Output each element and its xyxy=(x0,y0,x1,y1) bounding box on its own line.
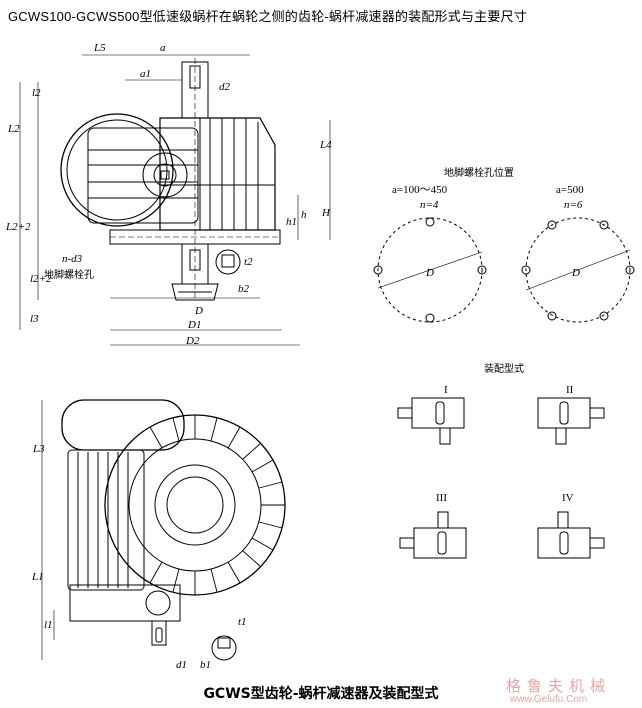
label-L1: L1 xyxy=(31,571,44,583)
label-D1: D1 xyxy=(187,319,201,331)
label-l1: l1 xyxy=(44,619,53,631)
top-view-drawing xyxy=(19,54,331,346)
label-L3: L3 xyxy=(32,443,45,455)
label-d2: d2 xyxy=(219,81,231,93)
label-L2: L2 xyxy=(7,123,20,135)
bolt-layout-left-a: a=100～450 xyxy=(392,184,448,196)
side-view-drawing xyxy=(41,399,286,661)
label-t1: t1 xyxy=(238,616,247,628)
bolt-layout-heading: 地脚螺栓孔位置 xyxy=(444,166,514,179)
watermark-url: www.Gelufu.Com xyxy=(510,694,588,705)
label-t2: t2 xyxy=(244,256,253,268)
assembly-form-1 xyxy=(397,397,465,445)
label-d1: d1 xyxy=(176,659,187,671)
label-b1: b1 xyxy=(200,659,211,671)
assembly-form-2 xyxy=(537,397,605,445)
assembly-form-1-label: I xyxy=(444,384,448,396)
label-H: H xyxy=(321,207,331,219)
assembly-form-3-label: III xyxy=(436,492,447,504)
assembly-form-4-label: IV xyxy=(562,492,574,504)
figure-caption: GCWS型齿轮-蜗杆减速器及装配型式 xyxy=(203,686,439,702)
bolt-layout-left-D: D xyxy=(425,267,434,279)
label-b2: b2 xyxy=(238,283,250,295)
label-l2: l2 xyxy=(32,87,41,99)
label-l2plus2: l2+2 xyxy=(30,273,52,285)
bolt-layout-left xyxy=(373,217,487,323)
assembly-heading: 装配型式 xyxy=(484,362,524,375)
bolt-layout-right-a: a=500 xyxy=(556,184,584,196)
label-h1: h1 xyxy=(286,216,297,228)
assembly-form-4 xyxy=(537,511,605,559)
label-L4: L4 xyxy=(319,139,332,151)
label-D: D xyxy=(194,305,203,317)
bolt-layout-left-n: n=4 xyxy=(420,199,439,211)
label-l3: l3 xyxy=(30,313,39,325)
assembly-form-2-label: II xyxy=(566,384,574,396)
label-L5: L5 xyxy=(93,42,106,54)
label-D2: D2 xyxy=(185,335,200,347)
label-a: a xyxy=(160,42,166,54)
watermark-text: 格鲁夫机械 xyxy=(506,677,612,695)
assembly-form-3 xyxy=(399,511,467,559)
label-a1: a1 xyxy=(140,68,151,80)
bolt-layout-right-n: n=6 xyxy=(564,199,583,211)
label-h: h xyxy=(301,209,307,221)
label-foot-bolt-hole: 地脚螺栓孔 xyxy=(44,268,94,281)
bolt-layout-right xyxy=(521,217,635,323)
page-title: GCWS100-GCWS500型低速级蜗杆在蜗轮之侧的齿轮-蜗杆减速器的装配形式… xyxy=(8,9,527,24)
bolt-layout-right-D: D xyxy=(571,267,580,279)
label-L2plus2: L2+2 xyxy=(5,221,31,233)
label-n-d3: n-d3 xyxy=(62,253,83,265)
